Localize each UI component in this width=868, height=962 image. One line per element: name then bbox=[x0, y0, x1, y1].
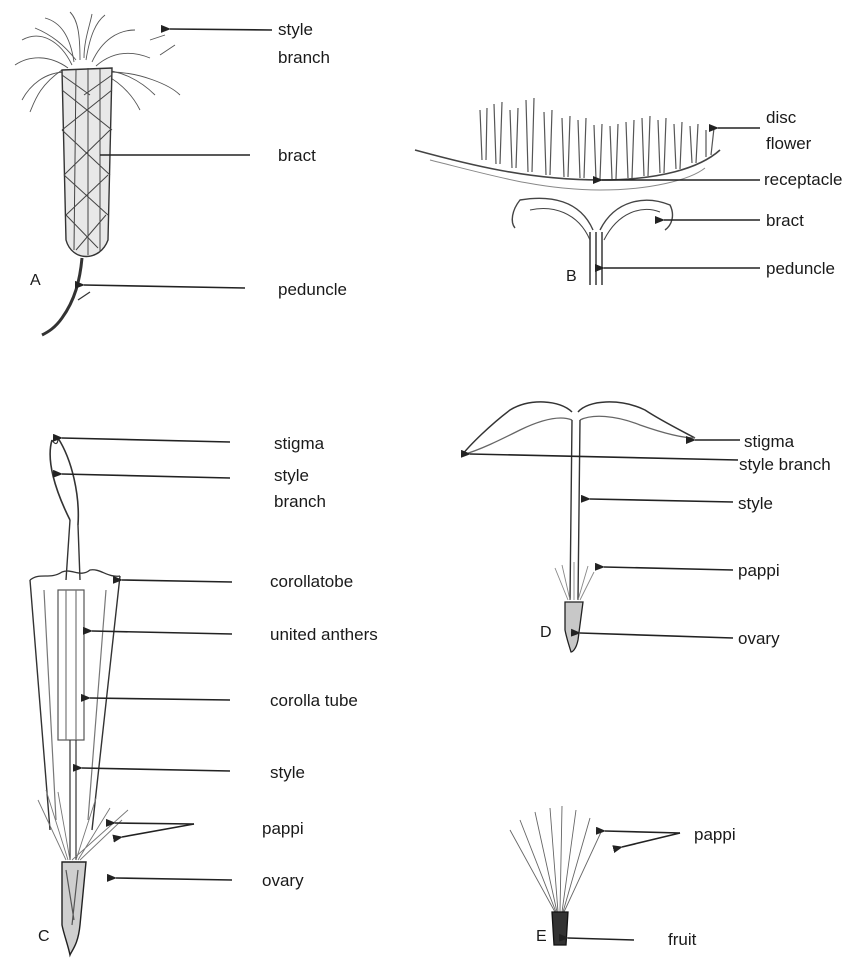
arrow-c-pappi-a bbox=[115, 823, 194, 824]
arrow-d-pappi bbox=[604, 567, 733, 570]
panel-d-drawing bbox=[462, 402, 695, 652]
arrow-c-style bbox=[82, 768, 230, 771]
label-a-bract: bract bbox=[278, 146, 316, 166]
arrow-d-style bbox=[590, 499, 733, 502]
arrow-a-style-branch bbox=[170, 29, 272, 30]
arrow-c-stigma bbox=[62, 438, 230, 442]
label-c-pappi: pappi bbox=[262, 819, 304, 839]
label-b-disc-flower-line1: disc bbox=[766, 108, 796, 128]
arrow-e-fruit bbox=[568, 938, 634, 940]
label-d-style-branch: style branch bbox=[739, 455, 831, 475]
label-c-ovary: ovary bbox=[262, 871, 304, 891]
label-b-disc-flower-line2: flower bbox=[766, 134, 811, 154]
panel-c-drawing bbox=[30, 438, 128, 955]
arrow-e-pappi-a bbox=[605, 831, 680, 833]
arrow-c-corolla-tube bbox=[90, 698, 230, 700]
label-a-style-branch-line2: branch bbox=[278, 48, 330, 68]
label-c-style-branch-line1: style bbox=[274, 466, 309, 486]
leader-arrows bbox=[62, 29, 760, 940]
arrow-c-ovary bbox=[116, 878, 232, 880]
panel-a-letter: A bbox=[30, 272, 41, 290]
arrow-d-style-branch bbox=[470, 454, 738, 460]
panel-b-drawing bbox=[415, 98, 720, 285]
label-c-corollatobe: corollatobe bbox=[270, 572, 353, 592]
arrow-e-pappi-b bbox=[622, 833, 680, 847]
label-e-fruit: fruit bbox=[668, 930, 696, 950]
label-c-style: style bbox=[270, 763, 305, 783]
label-d-style: style bbox=[738, 494, 773, 514]
label-d-stigma: stigma bbox=[744, 432, 794, 452]
label-b-receptacle: receptacle bbox=[764, 170, 842, 190]
arrow-c-corollatobe bbox=[122, 580, 232, 582]
arrow-c-pappi-b bbox=[122, 824, 194, 837]
arrow-d-ovary bbox=[580, 633, 733, 638]
label-c-united-anthers: united anthers bbox=[270, 625, 378, 645]
label-c-style-branch-line2: branch bbox=[274, 492, 326, 512]
label-d-ovary: ovary bbox=[738, 629, 780, 649]
panel-e-letter: E bbox=[536, 928, 547, 946]
label-a-peduncle: peduncle bbox=[278, 280, 347, 300]
panel-c-letter: C bbox=[38, 928, 50, 946]
label-c-stigma: stigma bbox=[274, 434, 324, 454]
label-c-corolla-tube: corolla tube bbox=[270, 691, 358, 711]
panel-b-letter: B bbox=[566, 268, 577, 286]
label-e-pappi: pappi bbox=[694, 825, 736, 845]
panel-d-letter: D bbox=[540, 624, 552, 642]
panel-e-drawing bbox=[510, 806, 602, 945]
arrow-a-peduncle bbox=[84, 285, 245, 288]
label-b-peduncle: peduncle bbox=[766, 259, 835, 279]
label-b-bract: bract bbox=[766, 211, 804, 231]
label-a-style-branch-line1: style bbox=[278, 20, 313, 40]
label-d-pappi: pappi bbox=[738, 561, 780, 581]
arrow-c-style-branch bbox=[62, 474, 230, 478]
